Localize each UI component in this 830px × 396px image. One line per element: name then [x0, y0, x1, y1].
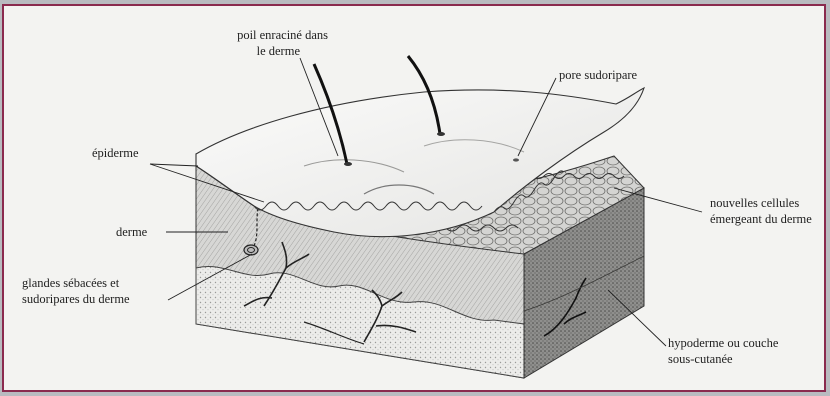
leader-epiderme-a — [150, 164, 198, 166]
label-poil-line2: le derme — [200, 44, 300, 58]
label-derme: derme — [116, 225, 147, 239]
pore-opening — [513, 158, 519, 161]
label-pore: pore sudoripare — [559, 68, 637, 82]
skin-diagram-panel: poil enraciné dans le derme pore sudorip… — [2, 4, 826, 392]
skin-cross-section-illustration — [4, 6, 826, 392]
label-hypoderme-line2: sous-cutanée — [668, 352, 733, 366]
label-epiderme: épiderme — [92, 146, 139, 160]
label-glandes-line2: sudoripares du derme — [22, 292, 130, 306]
label-cellules-line1: nouvelles cellules — [710, 196, 799, 210]
label-hypoderme-line1: hypoderme ou couche — [668, 336, 778, 350]
label-cellules-line2: émergeant du derme — [710, 212, 812, 226]
label-poil-line1: poil enraciné dans — [200, 28, 328, 42]
label-glandes-line1: glandes sébacées et — [22, 276, 119, 290]
